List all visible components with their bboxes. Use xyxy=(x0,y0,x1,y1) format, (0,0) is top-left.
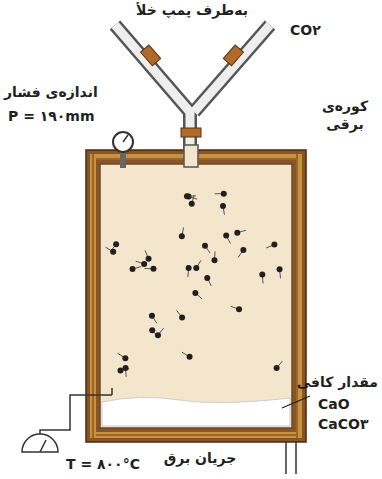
glass-tube xyxy=(115,25,270,160)
reaction-vessel xyxy=(100,164,292,428)
solid-powder xyxy=(102,397,290,426)
leader-line xyxy=(282,396,310,408)
temperature-value: T = ۸۰۰°C xyxy=(66,456,140,474)
oxide-formula: CaO xyxy=(318,396,350,414)
pump-label: به‌طرف پمپ خلأ xyxy=(136,2,248,20)
carbonate-formula: CaCO۳ xyxy=(318,416,368,434)
pressure-gauge xyxy=(113,132,133,168)
furnace-label: کوره‌ی برقی xyxy=(312,98,378,133)
pressure-value: P = ۱۹۰mm xyxy=(8,108,95,126)
thermocouple xyxy=(22,388,112,452)
current-label: جریان برق xyxy=(164,450,237,468)
co2-molecules xyxy=(105,191,282,377)
electric-furnace xyxy=(86,150,306,442)
amount-label: مقدار کافی xyxy=(297,374,378,392)
gas-formula: CO۲ xyxy=(290,22,321,40)
power-wire xyxy=(286,442,296,474)
valve xyxy=(141,45,244,137)
gauge-label: اندازه‌ی فشار xyxy=(4,84,98,102)
